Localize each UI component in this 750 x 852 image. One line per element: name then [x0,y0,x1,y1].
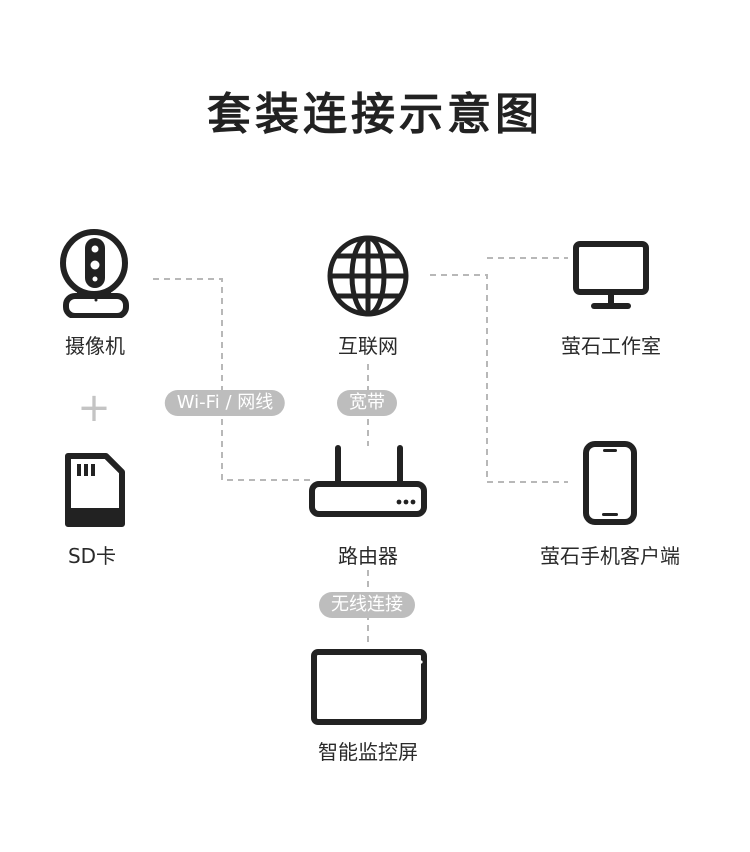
ezviz-mobile-label: 萤石手机客户端 [540,544,680,568]
globe-icon [327,235,409,317]
router-label: 路由器 [338,544,398,568]
internet-label: 互联网 [338,334,398,358]
router-icon [309,445,427,517]
ezviz-studio-label: 萤石工作室 [561,334,661,358]
monitor-screen-label: 智能监控屏 [318,740,418,764]
plus-icon: + [77,385,111,431]
broadband-tag: 宽带 [337,390,397,416]
sd-card-label: SD卡 [67,544,117,568]
smartphone-icon [583,441,637,525]
sd-card-icon [65,453,125,527]
line-internet-clients [430,274,568,483]
camera-label: 摄像机 [65,334,125,358]
wireless-tag: 无线连接 [319,592,415,618]
line-camera-router [153,278,310,481]
smart-screen-icon [311,649,427,725]
camera-icon [60,229,129,318]
wifi-cable-tag: Wi-Fi / 网线 [164,390,286,416]
diagram-title: 套装连接示意图 [207,89,543,140]
desktop-monitor-icon [573,241,649,309]
